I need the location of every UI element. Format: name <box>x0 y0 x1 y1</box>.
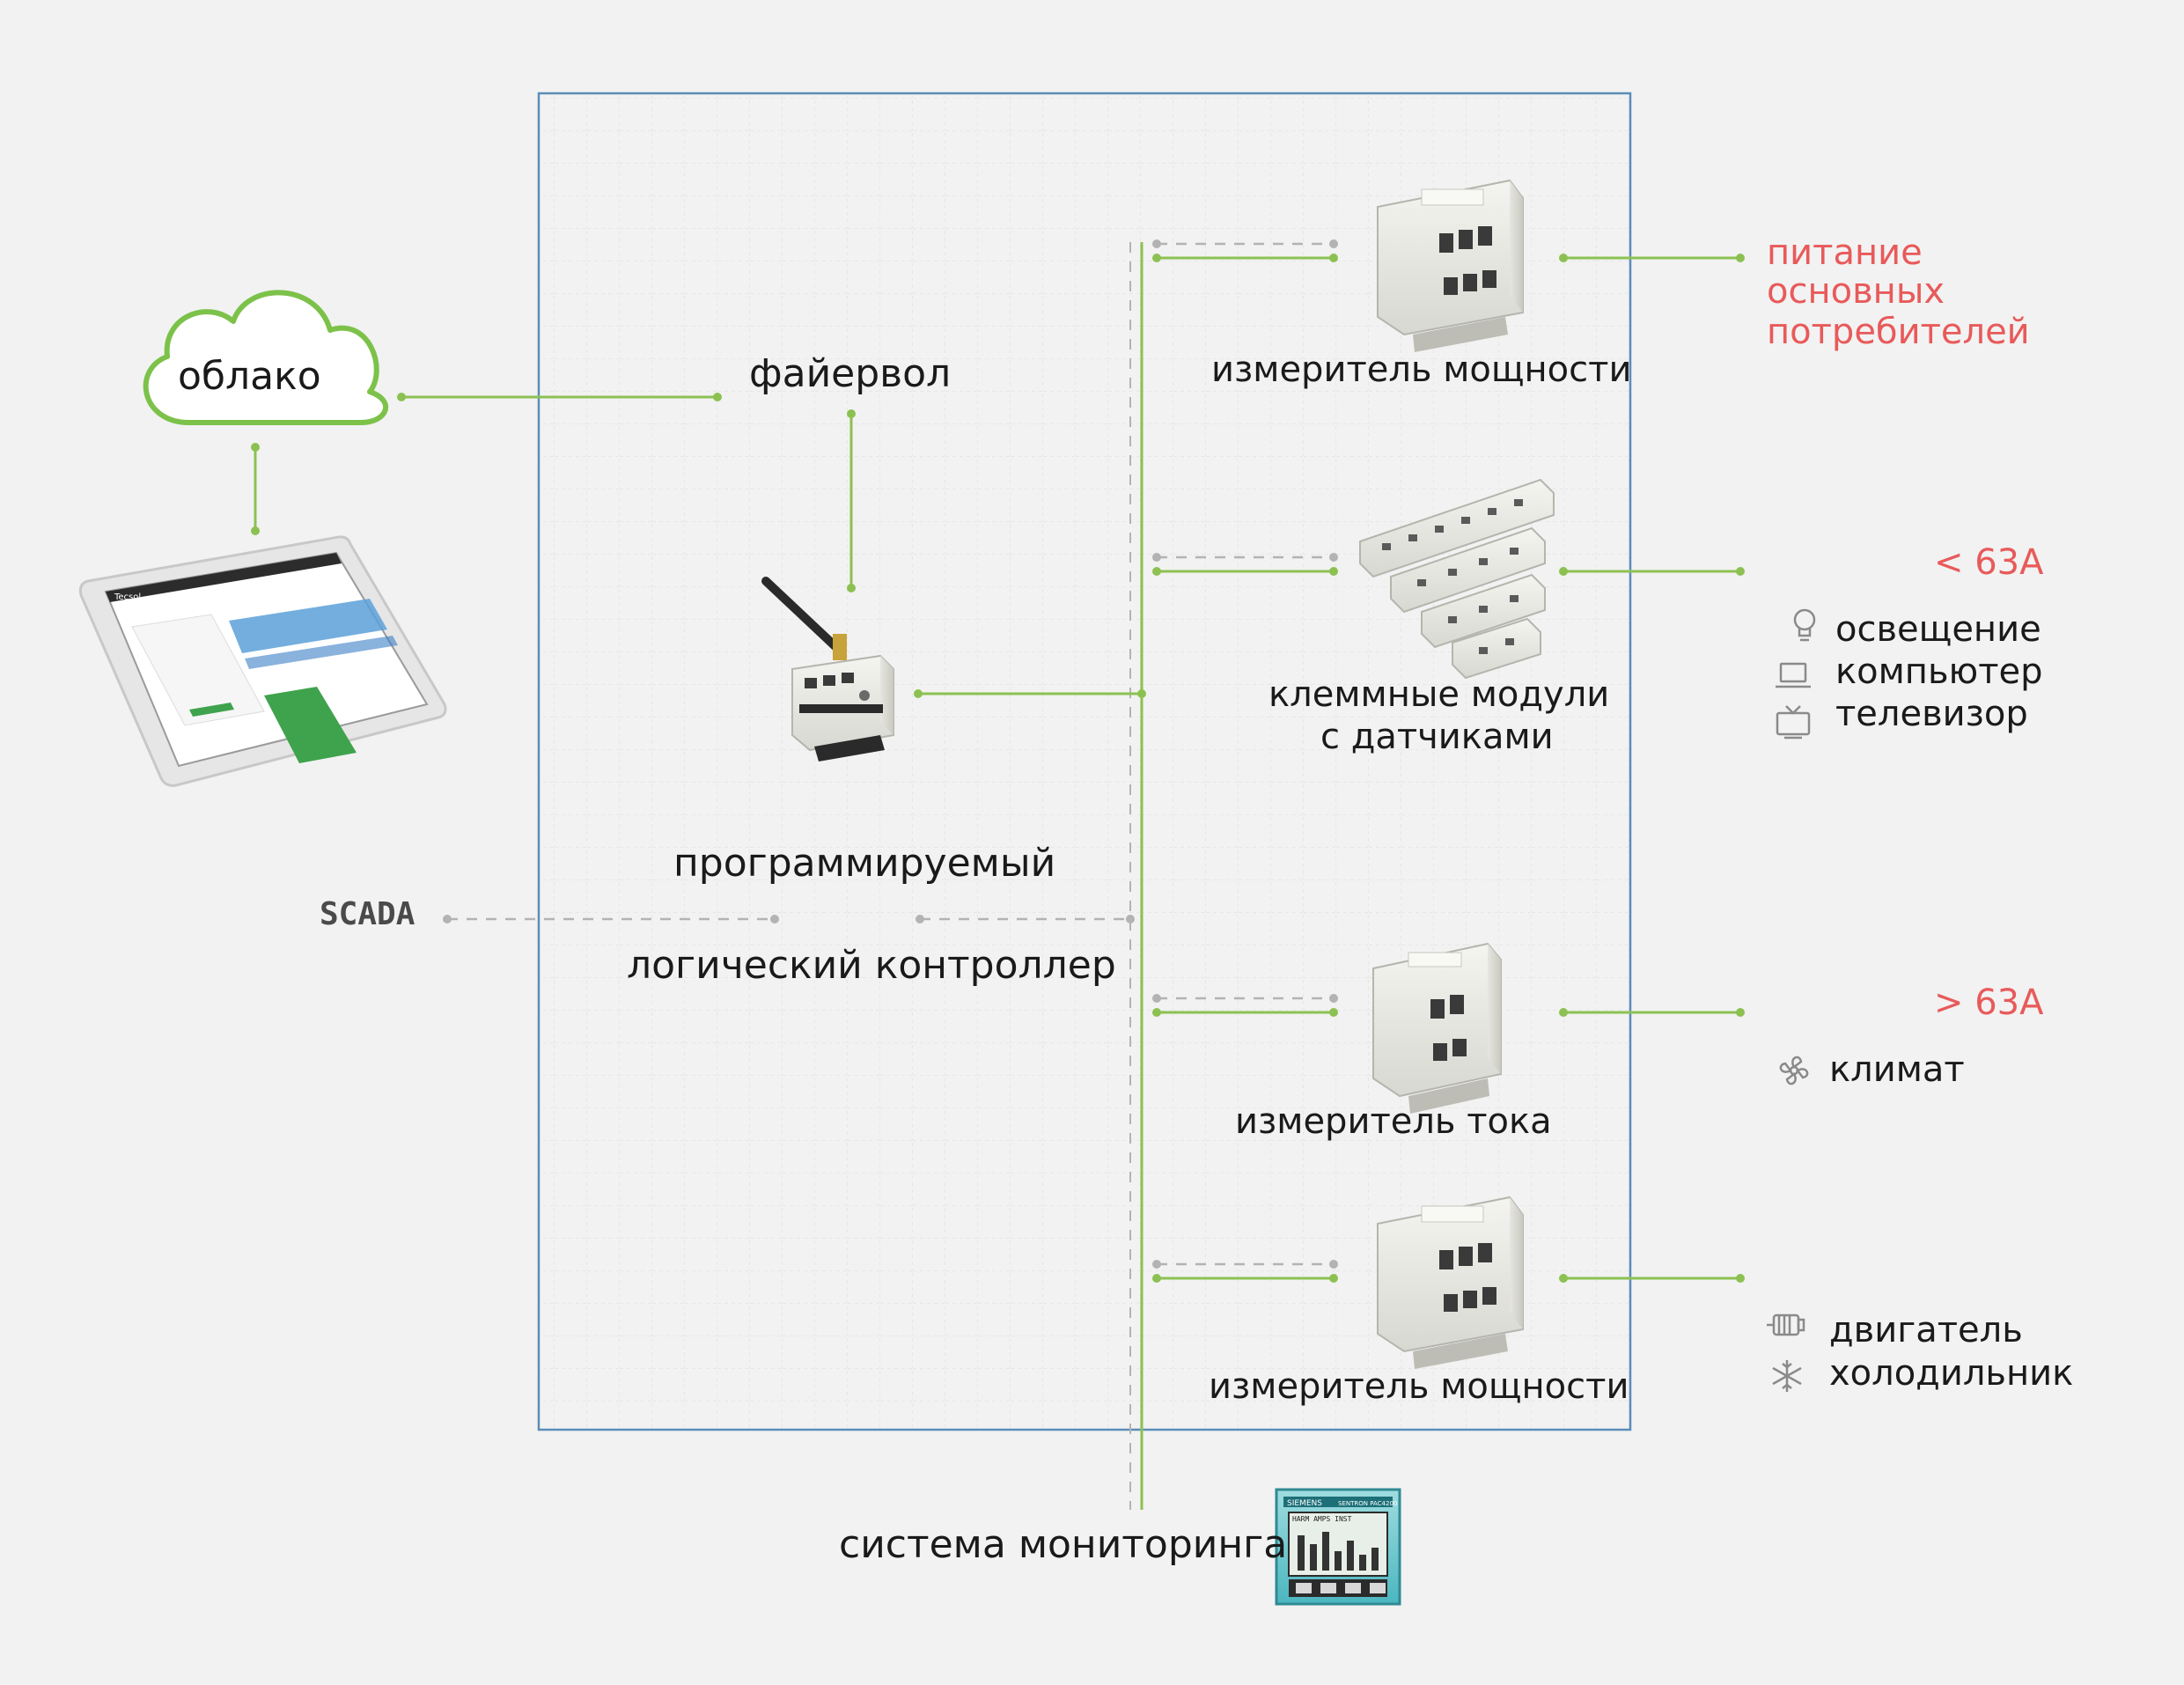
main-supply-line3: потребителей <box>1767 312 2030 352</box>
link-dot <box>1736 1274 1745 1283</box>
load-links <box>1563 256 1740 1280</box>
device-links-bottom <box>1152 1260 1338 1283</box>
link-dot <box>916 915 924 923</box>
load-motor: двигатель <box>1829 1310 2023 1350</box>
power-meter-bottom-label: измеритель мощности <box>1209 1366 1629 1407</box>
firewall-label: файервол <box>749 351 952 396</box>
load-fridge: холодильник <box>1829 1353 2074 1394</box>
terminal-modules-image <box>1359 478 1555 680</box>
tv-icon <box>1776 705 1811 739</box>
link-dot <box>1736 567 1745 576</box>
load-tv: телевизор <box>1835 694 2028 734</box>
link-dot <box>1559 567 1568 576</box>
system-frame <box>537 92 1632 1431</box>
plc-label-line1: программируемый <box>673 841 1056 886</box>
device-links-modules <box>1152 553 1338 576</box>
link-dot <box>1736 1008 1745 1017</box>
power-meter-image <box>1377 1196 1524 1369</box>
device-model: SENTRON PAC4200 <box>1338 1500 1397 1507</box>
current-meter-image <box>1372 942 1502 1114</box>
power-meter-top-label: измеритель мощности <box>1211 350 1632 390</box>
plc-label-line2: логический контроллер <box>627 943 1116 988</box>
main-supply-line1: питание <box>1767 232 1923 273</box>
device-links-current <box>1152 994 1338 1017</box>
screen-header: HARM AMPS INST <box>1292 1515 1352 1523</box>
cloud-label: облако <box>178 354 321 399</box>
link-dot <box>770 915 779 923</box>
link-dot <box>251 443 260 452</box>
terminal-modules-label-line2: с датчиками <box>1320 717 1554 757</box>
link-dot <box>443 915 452 923</box>
link-dot <box>1559 1008 1568 1017</box>
plc-controller-image <box>761 577 894 762</box>
device-brand: SIEMENS <box>1287 1499 1322 1508</box>
motor-icon <box>1767 1313 1805 1336</box>
link-dot <box>1559 254 1568 262</box>
snowflake-icon <box>1772 1360 1802 1392</box>
monitoring-label: система мониторинга <box>839 1522 1288 1567</box>
link-dot <box>847 409 856 418</box>
link-dot <box>713 393 722 401</box>
device-links-top <box>1152 239 1338 262</box>
lightbulb-icon <box>1793 608 1816 642</box>
link-dot <box>1126 915 1135 923</box>
rating-below-63: < 63A <box>1934 542 2044 583</box>
tablet-brand: Tecsol <box>114 592 141 602</box>
link-dot <box>914 689 923 698</box>
scada-label: SCADA <box>320 896 415 932</box>
link-dot <box>397 393 406 401</box>
cloud-icon <box>143 290 389 425</box>
link-dot <box>1736 254 1745 262</box>
power-meter-image <box>1377 179 1524 352</box>
monitoring-device-image: SIEMENS SENTRON PAC4200 HARM AMPS INST <box>1275 1488 1401 1606</box>
main-supply-line2: основных <box>1767 271 1945 312</box>
link-dot <box>1137 689 1146 698</box>
fan-icon <box>1779 1056 1809 1085</box>
terminal-modules-label-line1: клеммные модули <box>1268 674 1610 715</box>
load-lighting: освещение <box>1835 609 2041 650</box>
link-dot <box>251 526 260 535</box>
current-meter-label: измеритель тока <box>1235 1101 1552 1142</box>
link-dot <box>1559 1274 1568 1283</box>
rating-above-63: > 63A <box>1934 982 2044 1023</box>
load-computer: компьютер <box>1835 651 2043 692</box>
link-dot <box>847 584 856 592</box>
load-climate: климат <box>1829 1049 1965 1090</box>
laptop-icon <box>1776 662 1811 688</box>
tablet-image: Tecsol <box>78 535 447 787</box>
